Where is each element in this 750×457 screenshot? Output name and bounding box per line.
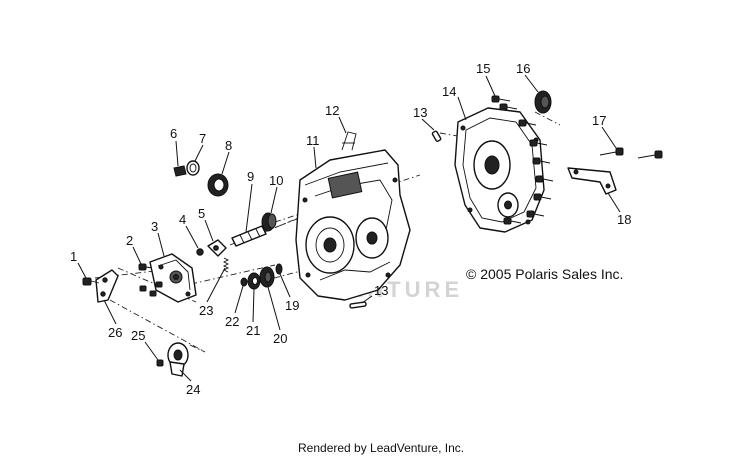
callout-1: 1	[70, 249, 77, 264]
part-21-bearing	[247, 272, 261, 290]
callout-6: 6	[170, 126, 177, 141]
callout-19: 19	[285, 298, 299, 313]
callout-21: 21	[246, 323, 260, 338]
callout-23: 23	[199, 303, 213, 318]
part-1-bolt	[82, 277, 100, 286]
callout-8: 8	[225, 138, 232, 153]
callout-5: 5	[198, 206, 205, 221]
callout-13-lower: 13	[374, 283, 388, 298]
part-8-seal	[207, 173, 229, 197]
part-6-clip	[173, 165, 187, 177]
part-14-gearcase-cover	[454, 107, 545, 233]
callout-3: 3	[151, 219, 158, 234]
callout-25: 25	[131, 328, 145, 343]
callout-17: 17	[592, 113, 606, 128]
callout-22: 22	[225, 314, 239, 329]
part-25-screw	[156, 359, 164, 367]
callout-4: 4	[179, 212, 186, 227]
part-15-cover-bolts	[491, 95, 554, 225]
part-10-gear	[261, 212, 277, 232]
part-13-dowel-pin-upper	[431, 130, 442, 142]
part-4-pin	[196, 248, 204, 256]
part-3-cover-housing	[139, 253, 197, 303]
callout-14: 14	[442, 84, 456, 99]
callout-12: 12	[325, 103, 339, 118]
callout-2: 2	[126, 233, 133, 248]
part-26-bracket	[95, 269, 119, 303]
callout-20: 20	[273, 331, 287, 346]
callout-10: 10	[269, 173, 283, 188]
callout-9: 9	[247, 169, 254, 184]
part-9-shaft	[231, 225, 267, 247]
part-22-washer	[240, 277, 248, 287]
footer-credit: Rendered by LeadVenture, Inc.	[298, 441, 464, 455]
part-17-bolts	[599, 147, 663, 159]
callout-15: 15	[476, 61, 490, 76]
callout-7: 7	[199, 131, 206, 146]
part-7-bushing	[186, 160, 200, 176]
callout-13-upper: 13	[413, 105, 427, 120]
part-16-seal	[534, 90, 552, 114]
callout-24: 24	[186, 382, 200, 397]
part-20-gear	[259, 266, 275, 288]
leader-lines	[77, 74, 621, 382]
callout-18: 18	[617, 212, 631, 227]
part-19-washer	[275, 263, 283, 275]
callout-11: 11	[306, 133, 320, 148]
part-5-lever	[207, 239, 227, 257]
callout-16: 16	[516, 61, 530, 76]
copyright-text: © 2005 Polaris Sales Inc.	[466, 266, 623, 282]
part-12-vent-fitting	[341, 131, 357, 151]
part-18-bracket	[567, 167, 617, 195]
part-24-actuator	[167, 342, 189, 377]
part-23-spring	[222, 257, 230, 273]
part-11-gearcase-housing	[295, 149, 411, 301]
callout-26: 26	[108, 325, 122, 340]
callout-labels: 1 2 3 4 5 6 7 8 9 10 11 12 13 13 14 15 1…	[70, 61, 631, 397]
part-13-dowel-pin-lower	[349, 301, 367, 309]
